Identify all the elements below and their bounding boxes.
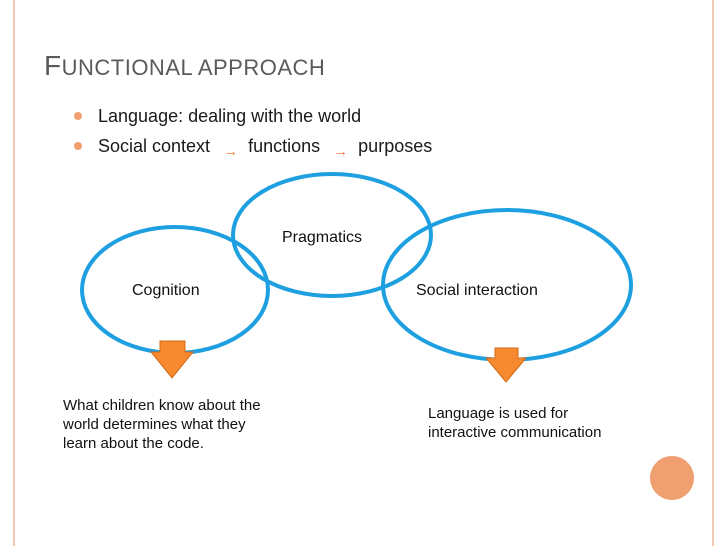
bullet-part-social-context: Social context xyxy=(98,136,211,156)
title-rest: UNCTIONAL APPROACH xyxy=(61,55,326,80)
note-line: interactive communication xyxy=(428,424,602,441)
right-arrow-icon: → xyxy=(333,143,349,160)
note-social: Language is used for interactive communi… xyxy=(428,404,601,442)
bullet-part-purposes: purposes xyxy=(358,136,433,156)
bullet-part-functions: functions xyxy=(248,136,321,156)
frame-line-right xyxy=(712,0,714,546)
note-line: learn about the code. xyxy=(63,435,204,452)
slide-title: FUNCTIONAL APPROACH xyxy=(44,50,325,82)
circle-pragmatics xyxy=(231,172,433,298)
bullet-item: Language: dealing with the world xyxy=(72,101,432,131)
note-cognition: What children know about the world deter… xyxy=(63,396,261,453)
note-line: world determines what they xyxy=(63,416,246,433)
title-initial: F xyxy=(44,50,62,81)
frame-line-left xyxy=(13,0,15,546)
bullet-icon xyxy=(74,142,82,150)
bullet-list: Language: dealing with the world Social … xyxy=(72,101,432,161)
right-arrow-icon: → xyxy=(223,143,239,160)
label-cognition: Cognition xyxy=(132,282,200,299)
down-arrow-icon xyxy=(149,340,195,379)
label-pragmatics: Pragmatics xyxy=(282,229,363,246)
bullet-item: Social context → functions → purposes xyxy=(72,131,432,161)
down-arrow-icon xyxy=(484,347,528,383)
bullet-icon xyxy=(74,112,82,120)
bullet-text: Language: dealing with the world xyxy=(98,106,362,126)
label-social-interaction: Social interaction xyxy=(416,282,538,299)
note-line: What children know about the xyxy=(63,397,261,414)
decorative-orange-circle xyxy=(650,456,694,500)
note-line: Language is used for xyxy=(428,405,569,422)
